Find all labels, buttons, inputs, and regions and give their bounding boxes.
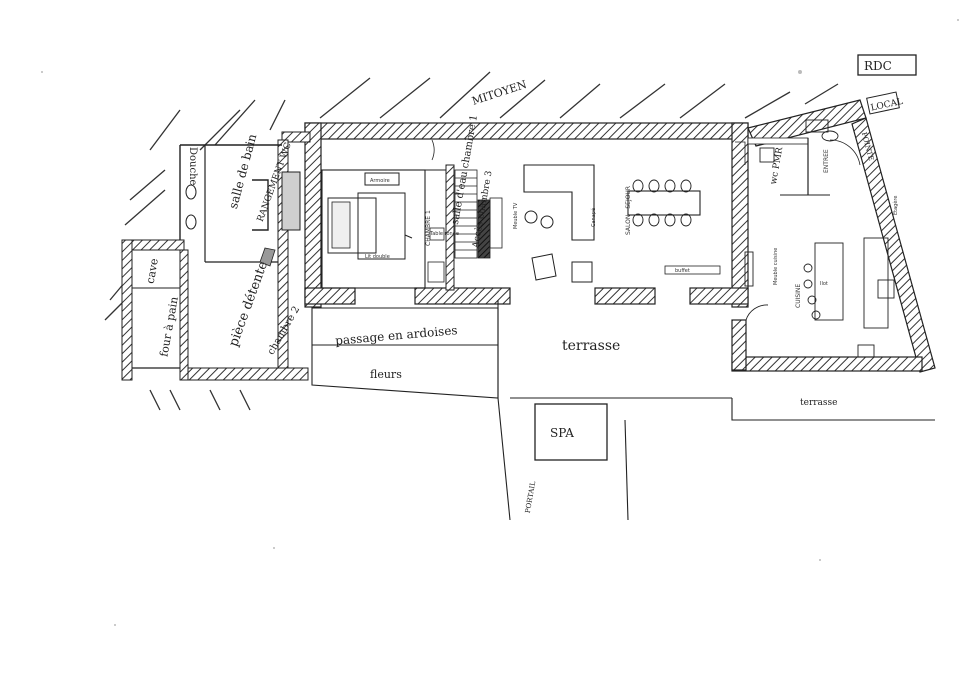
ground-hatching — [104, 71, 839, 411]
room-chambre-1: CHAMBRE 1 — [425, 210, 432, 246]
level-box — [857, 54, 917, 76]
room-salon-sejour: SALON - SEJOUR — [625, 186, 632, 235]
bedroom-1-area — [321, 169, 447, 289]
room-entree: ENTREE — [823, 149, 830, 173]
room-local: LOCAL — [870, 97, 904, 114]
left-annex-walls — [121, 131, 311, 381]
room-four-a-pain: four à pain — [157, 296, 180, 358]
room-douche: Douche — [187, 147, 198, 186]
room-fleurs: fleurs — [370, 368, 402, 381]
room-passage: passage en ardoises — [335, 323, 458, 348]
staircase — [454, 169, 478, 259]
local-box — [866, 91, 900, 115]
scan-speckles — [41, 19, 959, 626]
furniture-table-ronde: Table ronde — [429, 231, 459, 237]
furniture-ilot: Ilot — [820, 281, 828, 287]
furniture-armoire: Armoire — [370, 178, 390, 184]
kitchen-wing — [744, 119, 895, 358]
room-cuisine: CUISINE — [795, 284, 802, 308]
right-wing-walls — [731, 99, 936, 373]
furniture-buffet: buffet — [675, 268, 690, 274]
room-terrasse-right: terrasse — [800, 398, 837, 408]
room-salle-de-bain: salle de bain — [226, 132, 259, 210]
furniture-etagere: Etagère — [892, 196, 899, 215]
main-house-walls — [304, 122, 749, 308]
room-spa: SPA — [550, 426, 574, 440]
furniture-lit-double: Lit double — [365, 254, 390, 260]
furniture-meuble-tv: Meuble TV — [513, 202, 519, 229]
furniture-canape: Canapé — [590, 208, 597, 227]
exterior-areas — [311, 300, 935, 521]
label-portail: PORTAIL — [524, 480, 538, 514]
room-wc-pmr: wc PMR — [769, 146, 785, 185]
room-terrasse-main: terrasse — [562, 338, 620, 354]
room-piece-detente: pièce détente — [226, 259, 271, 349]
furniture-meuble-cuisine: Meuble cuisine — [773, 248, 779, 285]
level-label: RDC — [864, 59, 892, 73]
stair-and-living — [431, 139, 746, 283]
room-cave: cave — [144, 257, 161, 284]
